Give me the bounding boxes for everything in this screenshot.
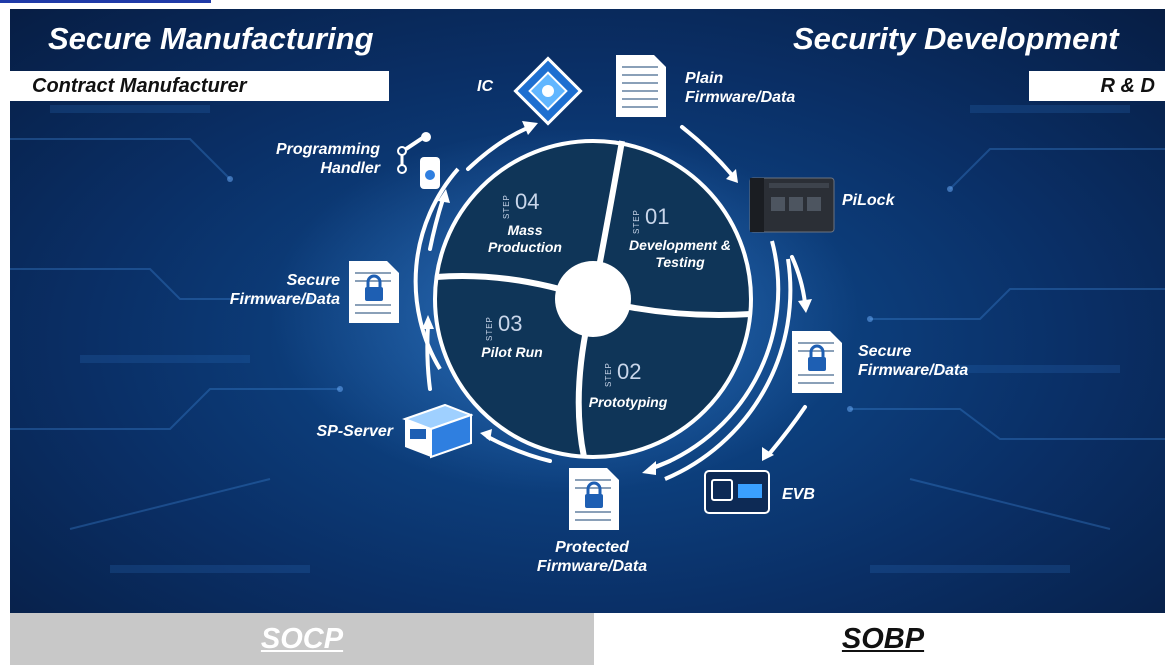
- top-accent-line: [0, 0, 211, 3]
- step-03-number: 03: [498, 311, 523, 336]
- step-03-tag: STEP: [485, 316, 494, 341]
- plain-document-icon: [616, 55, 666, 117]
- step-02-tag: STEP: [604, 362, 613, 387]
- secure-firmware-left-label: Secure Firmware/Data: [229, 272, 340, 308]
- ic-label: IC: [477, 78, 493, 95]
- evb-label: EVB: [782, 486, 815, 503]
- step-04-label: Mass Production: [488, 222, 562, 255]
- step-02-label: Prototyping: [588, 394, 668, 410]
- sp-server-label: SP-Server: [316, 423, 394, 440]
- right-subtitle: R & D: [1029, 71, 1165, 101]
- step-02-number: 02: [617, 359, 642, 384]
- robot-arm-icon: [397, 132, 440, 189]
- pilock-label: PiLock: [842, 192, 895, 209]
- sp-server-icon: [402, 403, 473, 459]
- evb-board-icon: [704, 470, 770, 514]
- step-01-number: 01: [645, 204, 670, 229]
- step-04-tag: STEP: [502, 194, 511, 219]
- cycle-wheel: [433, 139, 753, 459]
- footer-sobp: SOBP: [594, 613, 1172, 665]
- diagram-stage: Secure Manufacturing Contract Manufactur…: [10, 9, 1165, 613]
- programming-handler-label: Programming Handler: [275, 141, 380, 177]
- step-01-tag: STEP: [632, 209, 641, 234]
- step-03-label: Pilot Run: [481, 344, 543, 360]
- background-decoration: [10, 105, 1165, 573]
- right-title: Security Development: [793, 21, 1119, 56]
- footer-socp: SOCP: [10, 613, 594, 665]
- secure-document-left-icon: [349, 261, 399, 323]
- pilock-screen-icon: [749, 177, 835, 233]
- secure-document-right-icon: [792, 331, 842, 393]
- ic-chip-icon: [513, 56, 583, 126]
- left-subtitle: Contract Manufacturer: [10, 71, 389, 101]
- step-04-number: 04: [515, 189, 540, 214]
- protected-firmware-label: Protected Firmware/Data: [536, 539, 648, 575]
- plain-firmware-label: Plain Firmware/Data: [685, 70, 796, 106]
- left-title: Secure Manufacturing: [48, 21, 374, 56]
- protected-document-icon: [569, 468, 619, 530]
- secure-firmware-right-label: Secure Firmware/Data: [858, 343, 969, 379]
- step-01-label: Development & Testing: [629, 237, 731, 270]
